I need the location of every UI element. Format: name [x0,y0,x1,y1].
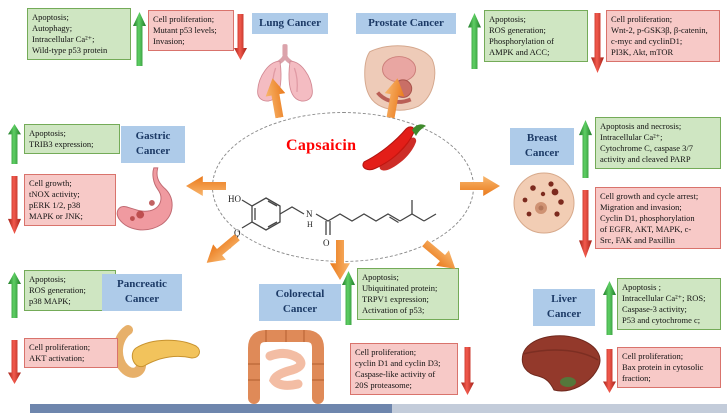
n-label: N [306,209,313,219]
down-regulation-arrow-icon [461,347,474,395]
up-regulation-arrow-icon [603,281,616,335]
pancreatic-cancer-label: Pancreatic Cancer [102,274,182,311]
down-regulation-arrow-icon [8,340,21,384]
liver-illustration [521,335,601,392]
breast-upregulated-box: Apoptosis and necrosis; Intracellular Ca… [595,117,721,169]
scrollbar-thumb[interactable] [30,404,393,413]
prostate-illustration [364,45,436,111]
colorectal-upregulated-box: Apoptosis; Ubiquitinated protein; TRPV1 … [357,268,459,320]
gastric-cancer-label: Gastric Cancer [121,126,185,163]
down-regulation-arrow-icon [591,13,604,73]
breast-illustration [513,172,575,234]
methoxy-o-label: O [234,228,241,238]
prostate-downregulated-box: Cell proliferation; Wnt-2, p-GSK3β, β-ca… [606,10,720,62]
capsaicin-title: Capsaicin [286,137,357,154]
pancreas-illustration [113,325,200,378]
colorectal-downregulated-box: Cell proliferation; cyclin D1 and cyclin… [350,343,458,395]
up-regulation-arrow-icon [8,124,21,164]
breast-cancer-label: Breast Cancer [510,128,574,165]
down-regulation-arrow-icon [234,14,247,60]
down-regulation-arrow-icon [579,190,592,258]
stomach-illustration [116,167,173,231]
intestine-illustration [248,330,324,404]
colorectal-cancer-label: Colorectal Cancer [259,284,341,321]
lung-cancer-label: Lung Cancer [252,13,328,35]
up-regulation-arrow-icon [579,120,592,178]
lungs-illustration [257,44,313,102]
prostate-upregulated-box: Apoptosis; ROS generation; Phosphorylati… [484,10,588,62]
prostate-cancer-label: Prostate Cancer [356,13,456,35]
chili-peppers-illustration [362,124,426,171]
pancreatic-downregulated-box: Cell proliferation; AKT activation; [24,338,118,368]
up-regulation-arrow-icon [133,12,146,66]
down-regulation-arrow-icon [8,176,21,234]
h-label: H [307,220,313,229]
lung-downregulated-box: Cell proliferation; Mutant p53 levels; I… [148,10,234,51]
liver-cancer-label: Liver Cancer [533,289,595,326]
liver-upregulated-box: Apoptosis ; Intracellular Ca²⁺; ROS; Cas… [617,278,721,330]
up-regulation-arrow-icon [8,272,21,318]
up-regulation-arrow-icon [342,271,355,325]
gastric-downregulated-box: Cell growth; tNOX activity; pERK 1/2, p3… [24,174,116,226]
ho-label: HO [228,194,241,204]
gastric-upregulated-box: Apoptosis; TRIB3 expression; [24,124,120,154]
up-regulation-arrow-icon [468,13,481,69]
carbonyl-o-label: O [323,238,330,248]
bottom-scrollbar[interactable] [30,404,727,413]
breast-downregulated-box: Cell growth and cycle arrest; Migration … [595,187,721,250]
liver-downregulated-box: Cell proliferation; Bax protein in cytos… [617,347,721,388]
lung-upregulated-box: Apoptosis; Autophagy; Intracellular Ca²⁺… [27,8,131,60]
